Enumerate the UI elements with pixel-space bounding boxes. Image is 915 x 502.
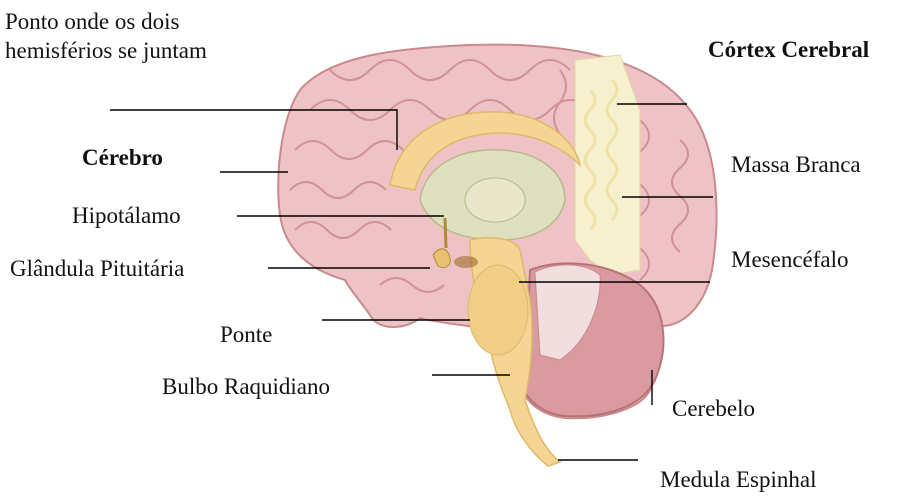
label-ponto: Ponto onde os dois hemisférios se juntam (5, 7, 207, 66)
pons (468, 265, 528, 355)
label-glandula: Glândula Pituitária (10, 254, 184, 283)
label-cerebro: Cérebro (82, 143, 163, 172)
thalamus (465, 178, 525, 222)
label-cerebelo: Cerebelo (672, 394, 755, 423)
label-cortex: Córtex Cerebral (708, 35, 869, 64)
label-ponte: Ponte (220, 320, 272, 349)
label-mesencefalo: Mesencéfalo (731, 245, 849, 274)
midbrain-dark (454, 256, 478, 268)
label-hipotalamo: Hipotálamo (72, 201, 181, 230)
label-massa-branca: Massa Branca (731, 150, 861, 179)
label-bulbo: Bulbo Raquidiano (162, 372, 330, 401)
label-medula: Medula Espinhal (660, 465, 817, 494)
